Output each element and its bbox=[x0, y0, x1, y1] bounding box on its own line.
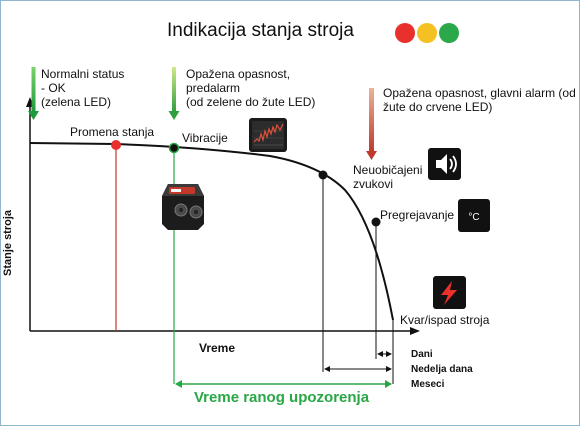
early-warning-label: Vreme ranog upozorenja bbox=[194, 389, 370, 406]
vibration-sensor bbox=[162, 184, 204, 230]
failure-label: Kvar/ispad stroja bbox=[400, 313, 490, 327]
months-label: Meseci bbox=[411, 379, 445, 390]
alarm-arrow bbox=[369, 88, 374, 152]
diagram-title: Indikacija stanja stroja bbox=[167, 20, 354, 41]
main-alarm-text: Opažena opasnost, glavni alarm (od žute … bbox=[383, 86, 576, 114]
noise-label-line2: zvukovi bbox=[353, 177, 394, 191]
state-change-label: Promena stanja bbox=[70, 125, 155, 139]
y-axis-label: Stanje stroja bbox=[2, 209, 14, 276]
vibration-marker bbox=[168, 142, 180, 154]
prealarm-line1: Opažena opasnost, bbox=[186, 67, 291, 81]
normal-status-line3: (zelena LED) bbox=[41, 95, 112, 109]
state-change-marker bbox=[111, 140, 121, 150]
green-light bbox=[439, 23, 459, 43]
prealarm-line2: predalarm bbox=[186, 81, 241, 95]
temperature-icon: °C bbox=[458, 199, 490, 232]
early-warning-arrowhead-left bbox=[175, 380, 182, 388]
overheat-marker bbox=[371, 217, 381, 227]
normal-status-text: Normalni status - OK (zelena LED) bbox=[41, 67, 124, 109]
prealarm-arrow bbox=[172, 67, 176, 112]
prealarm-arrowhead bbox=[168, 111, 180, 120]
main-alarm-line2: žute do crvene LED) bbox=[383, 100, 493, 114]
vibration-label: Vibracije bbox=[182, 131, 228, 145]
noise-marker bbox=[318, 170, 328, 180]
vibration-chart-icon bbox=[249, 118, 287, 152]
weeks-arrowhead-right bbox=[386, 366, 392, 372]
speaker-icon bbox=[428, 148, 461, 180]
noise-label: Neuobičajeni zvukovi bbox=[353, 163, 422, 191]
normal-status-line2: - OK bbox=[41, 81, 66, 95]
normal-arrow bbox=[31, 67, 36, 112]
weeks-label: Nedelja dana bbox=[411, 364, 473, 375]
x-axis-label: Vreme bbox=[199, 341, 236, 355]
normal-arrowhead bbox=[28, 111, 39, 120]
duration-labels: Dani Nedelja dana Meseci bbox=[411, 347, 473, 392]
temperature-unit: °C bbox=[468, 212, 479, 223]
alarm-arrowhead bbox=[366, 151, 377, 160]
main-alarm-line1: Opažena opasnost, glavni alarm (od bbox=[383, 86, 576, 100]
weeks-arrowhead-left bbox=[324, 366, 330, 372]
yellow-light bbox=[417, 23, 437, 43]
early-warning-arrowhead-right bbox=[385, 380, 392, 388]
days-arrowhead-left bbox=[377, 351, 383, 357]
prealarm-line3: (od zelene do žute LED) bbox=[186, 95, 316, 109]
days-arrowhead-right bbox=[386, 351, 392, 357]
red-light bbox=[395, 23, 415, 43]
degradation-curve bbox=[29, 142, 394, 321]
lightning-icon bbox=[433, 276, 466, 309]
x-axis-arrowhead bbox=[410, 327, 420, 335]
traffic-light-icon bbox=[395, 23, 459, 43]
days-label: Dani bbox=[411, 349, 433, 360]
overheating-label: Pregrejavanje bbox=[380, 208, 455, 222]
normal-status-line1: Normalni status bbox=[41, 67, 125, 81]
noise-label-line1: Neuobičajeni bbox=[353, 163, 423, 177]
prealarm-text: Opažena opasnost, predalarm (od zelene d… bbox=[186, 67, 315, 109]
